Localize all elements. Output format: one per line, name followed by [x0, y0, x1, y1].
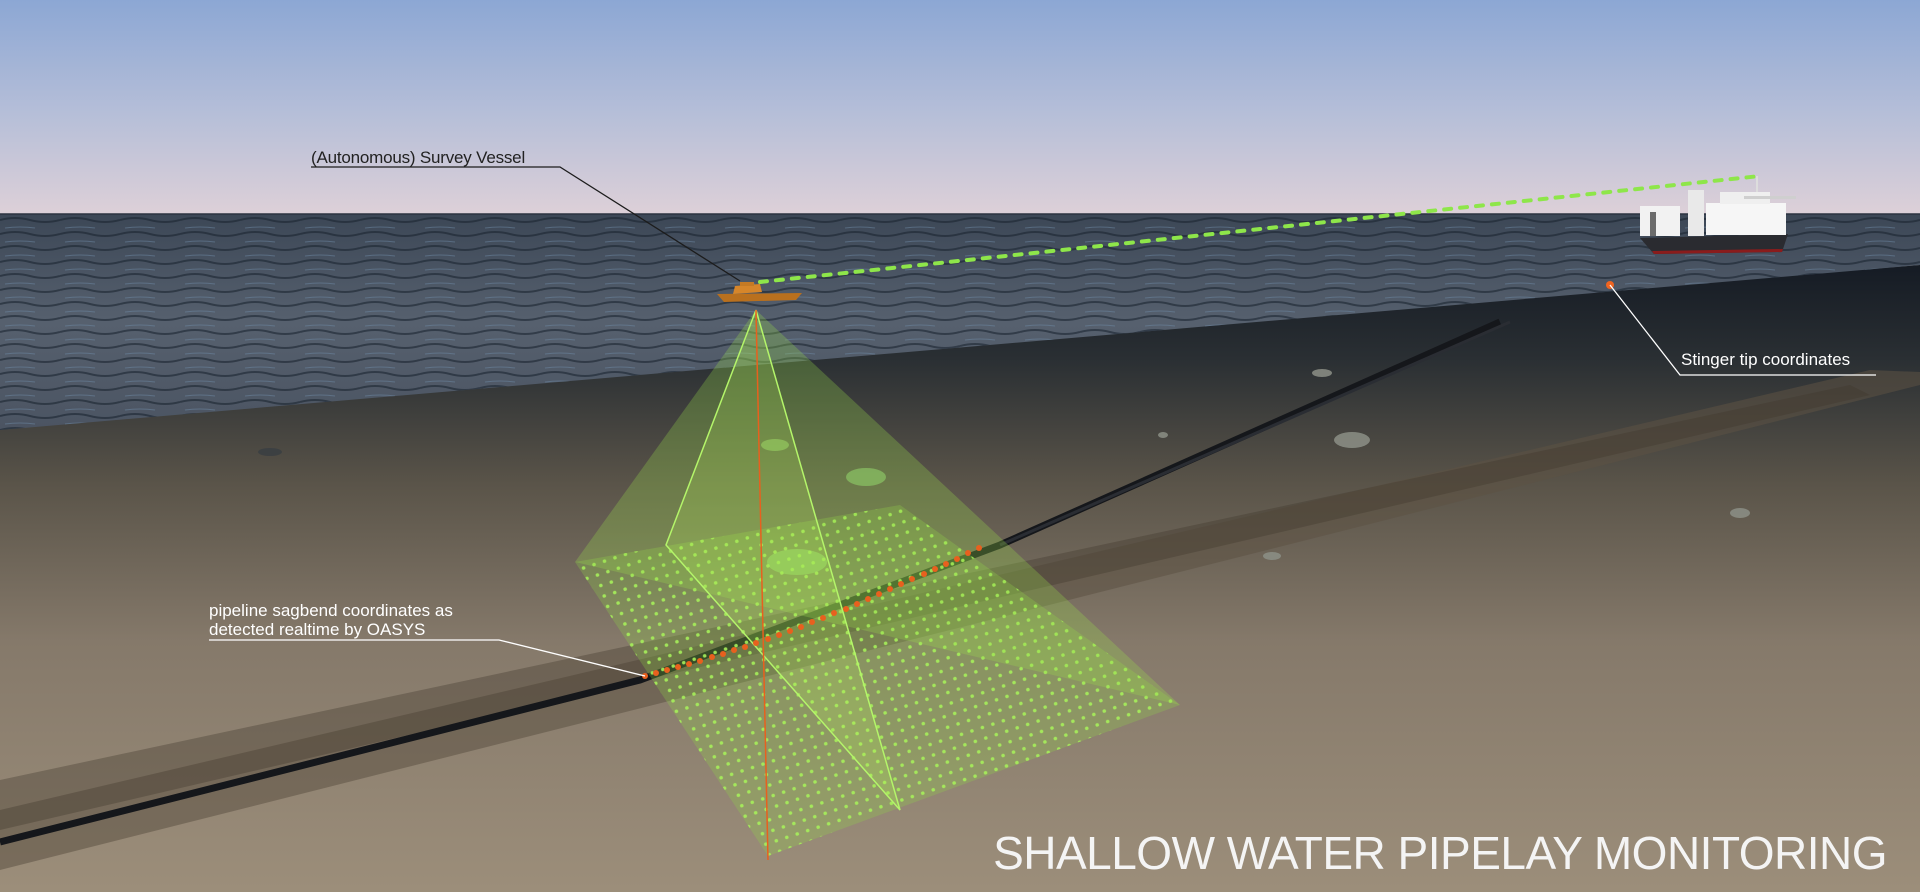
callout-line-stinger [1609, 284, 1876, 376]
callout-line-sagbend [209, 639, 646, 677]
callout-sagbend-line2: detected realtime by OASYS [209, 620, 426, 639]
autonomous-survey-vessel [717, 282, 802, 302]
callout-line-vessel [311, 166, 741, 282]
sonar-scan-cone [575, 309, 1180, 861]
communication-link [758, 174, 1762, 284]
nadir-line [755, 309, 769, 861]
callout-survey-vessel: (Autonomous) Survey Vessel [311, 148, 526, 167]
sagbend-coordinate-points [642, 545, 982, 679]
pipelay-vessel [1640, 176, 1796, 254]
callout-sagbend-line1: pipeline sagbend coordinates as [209, 601, 453, 620]
sky [0, 0, 1920, 214]
diagram-title: SHALLOW WATER PIPELAY MONITORING [993, 827, 1887, 879]
callout-sagbend: pipeline sagbend coordinates as detected… [209, 601, 453, 639]
callout-stinger-tip: Stinger tip coordinates [1681, 350, 1851, 369]
sonar-point-grid [575, 505, 1180, 856]
